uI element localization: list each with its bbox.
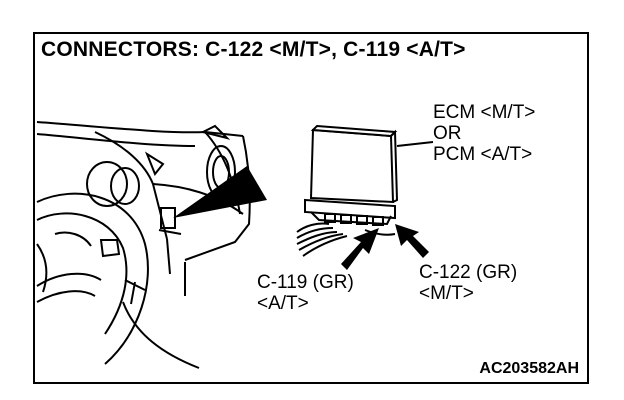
dashboard-drawing (36, 121, 251, 369)
module-label: ECM <M/T> OR PCM <A/T> (433, 102, 535, 165)
module-label-line3: PCM <A/T> (433, 144, 533, 165)
connector-c119-label: C-119 (GR) <A/T> (257, 272, 354, 314)
connector-c122-label: C-122 (GR) <M/T> (419, 262, 517, 304)
connector-c122-line1: C-122 (GR) (419, 262, 518, 283)
connector-c122-line2: <M/T> (419, 283, 474, 304)
module-label-line2: OR (433, 123, 462, 144)
diagram-frame: CONNECTORS: C-122 <M/T>, C-119 <A/T> (33, 32, 589, 384)
callout-pointer (173, 166, 267, 218)
connector-c119-line2: <A/T> (257, 293, 309, 314)
connector-c119-line1: C-119 (GR) (257, 272, 354, 293)
module-label-line1: ECM <M/T> (433, 102, 536, 123)
diagram-title: CONNECTORS: C-122 <M/T>, C-119 <A/T> (41, 38, 466, 61)
arrow-c119 (341, 228, 379, 270)
figure-code: AC203582AH (479, 360, 579, 377)
arrow-c122 (395, 224, 429, 258)
vehicle-illustration (36, 121, 434, 369)
ecm-module (296, 124, 434, 257)
